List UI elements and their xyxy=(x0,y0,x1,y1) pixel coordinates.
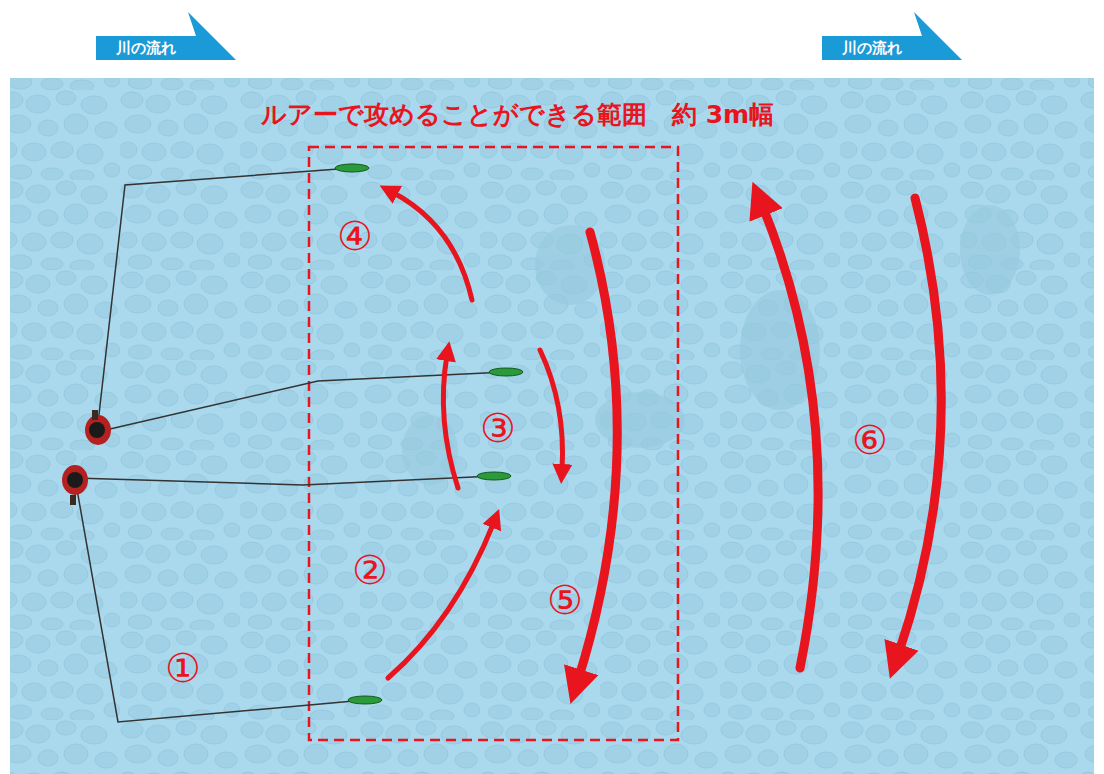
fishing-lines xyxy=(75,168,506,722)
banner-label: 川の流れ xyxy=(842,39,902,58)
riverbed-pebbles xyxy=(10,78,1094,774)
callout-number: ③ xyxy=(480,408,516,448)
banner-label: 川の流れ xyxy=(116,39,176,58)
anglers xyxy=(62,410,111,505)
callout-number: ④ xyxy=(337,216,373,256)
callout-number: ① xyxy=(165,648,201,688)
river-water xyxy=(10,78,1094,774)
flow-banner: 川の流れ xyxy=(96,12,236,60)
callout-number: ② xyxy=(352,550,388,590)
callout-number: ⑥ xyxy=(852,420,888,460)
lure-range-box xyxy=(309,147,678,740)
flow-banner: 川の流れ xyxy=(822,12,962,60)
diagram-title: ルアーで攻めることができる範囲 約 3m幅 xyxy=(261,98,774,131)
retrieve-arrows xyxy=(388,192,941,680)
lures xyxy=(335,164,523,704)
callout-number: ⑤ xyxy=(547,580,583,620)
